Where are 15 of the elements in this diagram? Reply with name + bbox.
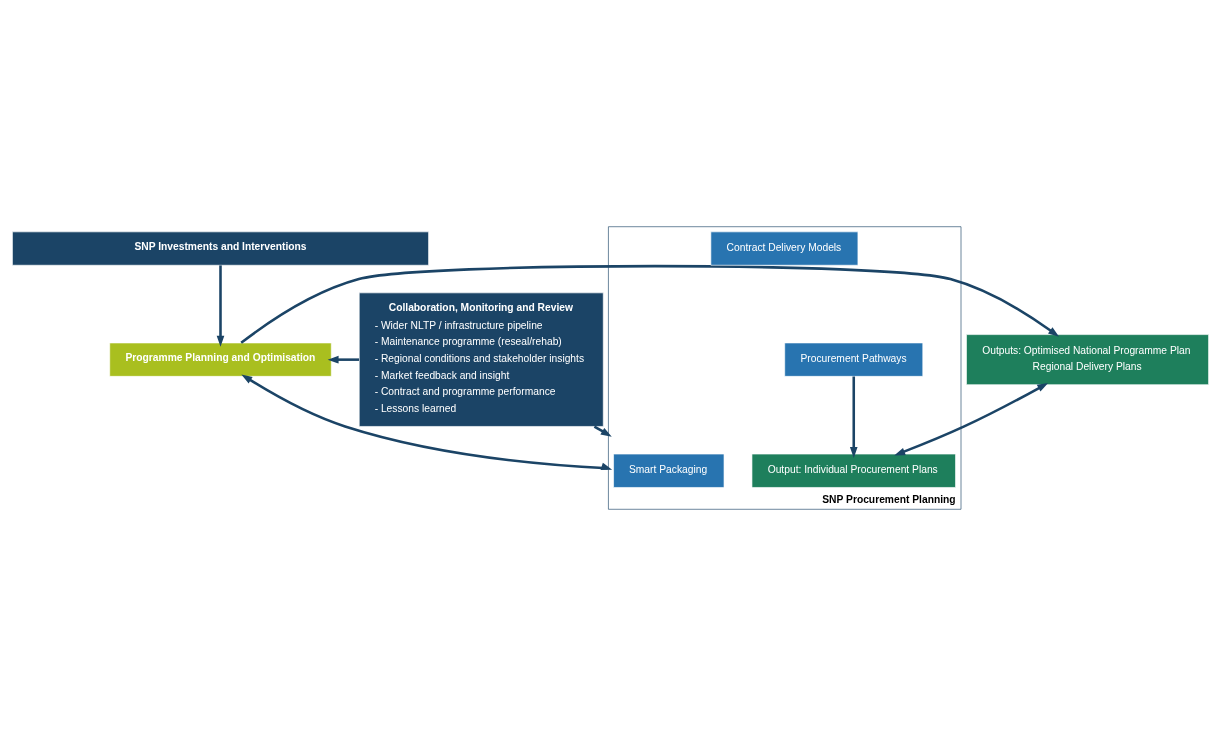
arrow bbox=[216, 265, 225, 347]
node-box: SNP Investments and Interventions bbox=[12, 231, 429, 266]
node-box: Smart Packaging bbox=[613, 453, 725, 488]
node-box: Collaboration, Monitoring and Review - Wider NLTP / infrastructure pipeline - Maintenance programme (reseal/rehab) - Regional conditions and stakeholder insights - Market feedback and insight - Contract and programme performance - Lessons learned bbox=[358, 292, 604, 427]
arrow bbox=[241, 374, 613, 471]
node-box: Contract Delivery Models bbox=[710, 231, 859, 266]
node-box: Outputs: Optimised National Programme Plan Regional Delivery Plans bbox=[966, 334, 1209, 385]
node-box: Programme Planning and Optimisation bbox=[109, 342, 332, 377]
node-box: Procurement Pathways bbox=[784, 342, 924, 377]
arrow bbox=[593, 425, 612, 437]
arrow bbox=[849, 376, 858, 458]
arrow bbox=[240, 264, 1060, 344]
arrow bbox=[327, 355, 359, 364]
arrow bbox=[894, 382, 1049, 456]
node-box: Output: Individual Procurement Plans bbox=[751, 453, 956, 488]
